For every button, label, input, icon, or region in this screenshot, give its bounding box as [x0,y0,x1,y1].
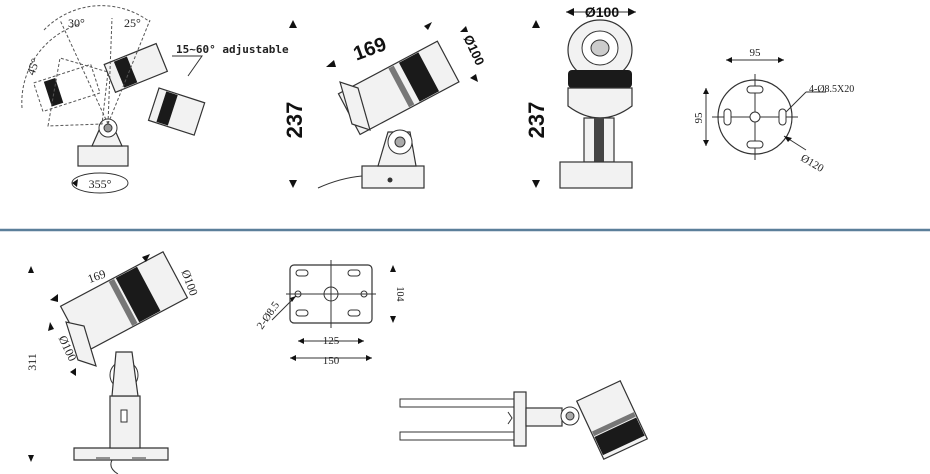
housing-upper [103,42,169,94]
side-view: 237 169 Ø100 [282,20,488,189]
rotation-label: 355° [89,177,112,191]
slot-hole [746,140,764,149]
base-hole-view: 95 95 4-Ø8.5X20 Ø120 [693,47,854,175]
cooling-fins [568,70,632,88]
tall-side-view: 311 169 Ø100 Ø100 [25,251,201,474]
slot-hole [778,108,787,126]
adjustable-note: 15~60° adjustable [176,43,289,56]
diameter-label: Ø100 [585,4,619,20]
base-plate [73,447,169,461]
mounting-plate-view: 2-Ø8.5 104 125 150 [255,260,405,367]
width-label: 95 [750,47,762,59]
angle-label-a: 30° [68,16,85,30]
length-label: 169 [351,33,390,65]
height-label: 237 [282,102,307,139]
housing [59,251,189,353]
outer-width-label: 150 [323,355,340,367]
angle-label-b: 25° [124,16,141,30]
height-label: 311 [25,353,39,371]
spike-upper [399,398,515,408]
base-plate [361,165,425,189]
spike-mount-view [399,380,649,460]
height-label: 104 [394,287,405,302]
spike-lower [399,431,515,441]
spike-plate [513,391,527,447]
inner-width-label: 125 [323,335,340,347]
base-plate [77,145,129,167]
height-label: 237 [524,102,549,139]
height-label: 95 [693,112,705,124]
holes-label: 2-Ø8.5 [255,299,283,332]
slot-hole [723,108,732,126]
front-view: 237 Ø100 [524,4,636,189]
diameter-label: Ø100 [461,33,488,68]
housing [575,380,649,460]
holes-label: 4-Ø8.5X20 [809,84,854,95]
housing-lower [147,87,206,136]
angle-label-c: 45° [24,56,43,77]
diameter-label: Ø120 [799,152,827,175]
slot-hole [746,85,764,94]
adjustment-range-view: 355° 30° 25° 45° 15~60° adjustable [21,5,289,194]
housing [337,40,460,136]
base-plate [559,161,633,189]
length-label: 169 [86,267,108,286]
